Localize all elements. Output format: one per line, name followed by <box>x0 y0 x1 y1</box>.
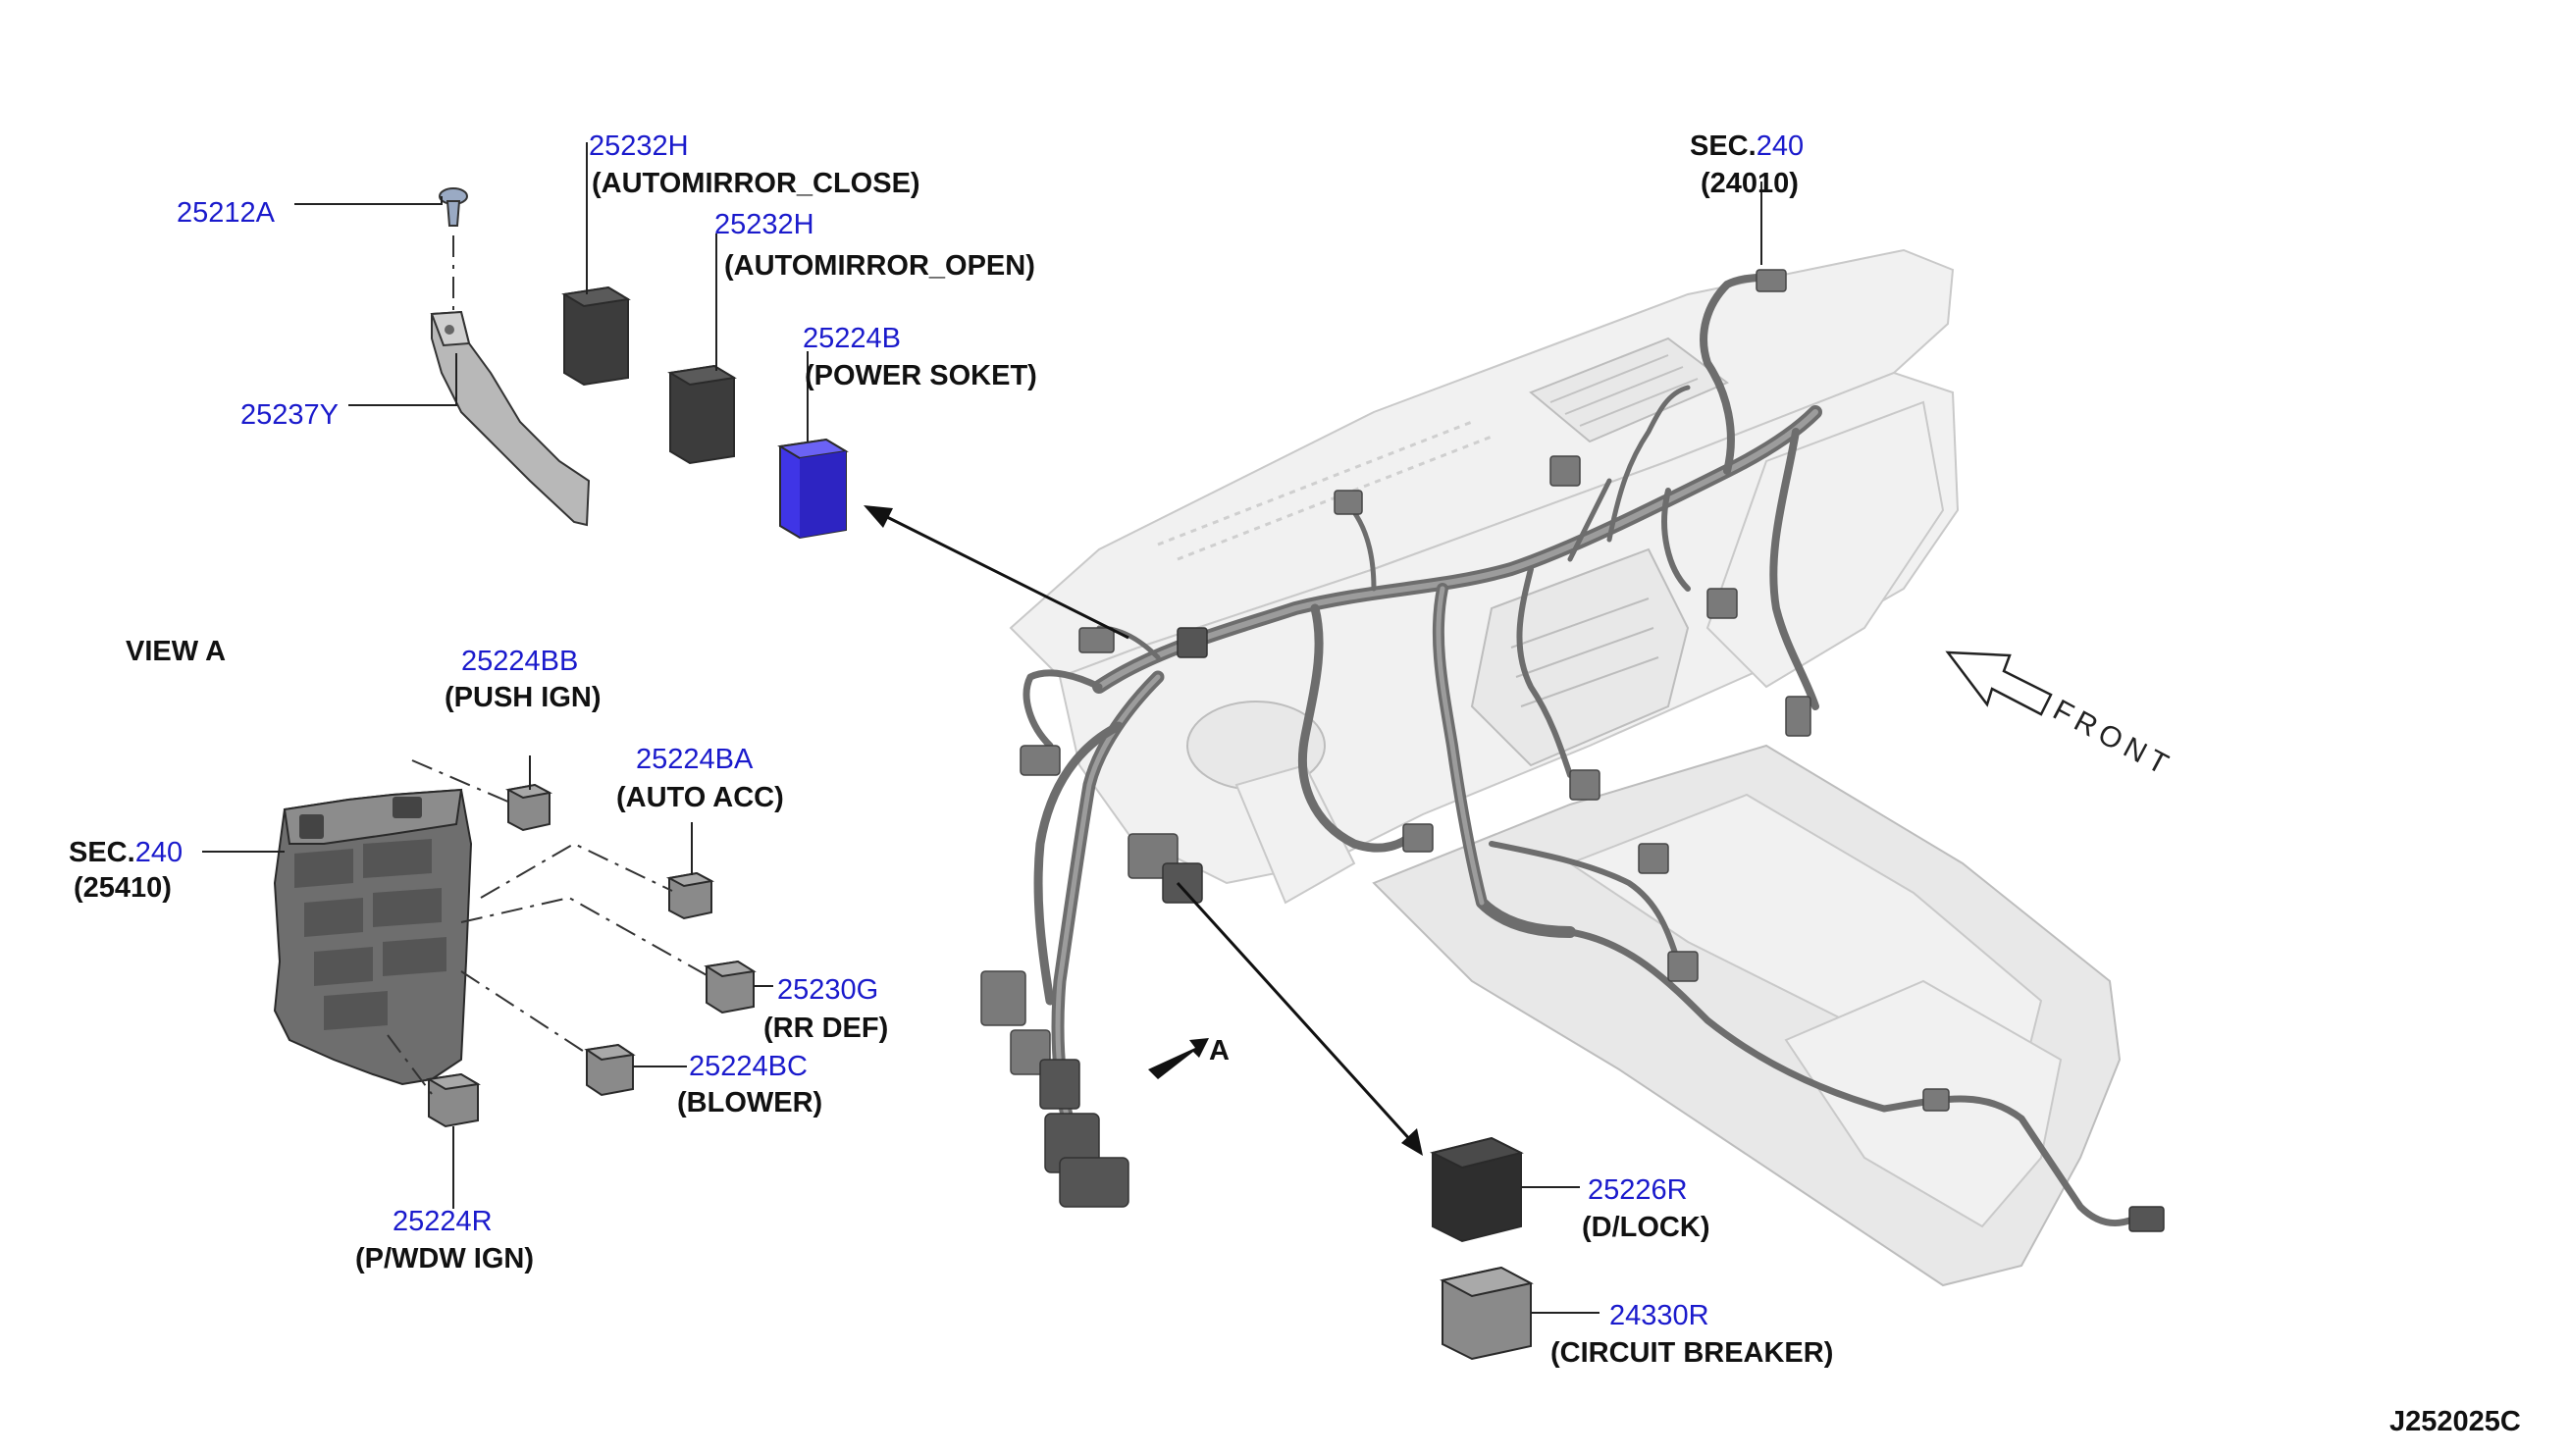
power-socket-25224B <box>777 438 849 540</box>
section-ref-25410: SEC.240 <box>69 837 183 868</box>
relay-25224BB <box>505 783 552 832</box>
view-a-placement-lines <box>387 759 709 1095</box>
part-name-rr-def: (RR DEF) <box>763 1013 888 1044</box>
reference-arrows <box>864 505 1423 1156</box>
breaker-24330R <box>1440 1266 1534 1361</box>
part-number-25212A: 25212A <box>177 197 276 229</box>
part-number-25237Y: 25237Y <box>240 399 339 431</box>
part-name-blower: (BLOWER) <box>677 1087 822 1118</box>
relay-25230G <box>704 960 757 1014</box>
section-name-25410: (25410) <box>74 872 172 904</box>
front-label: FRONT <box>2048 694 2178 784</box>
part-number-25230G: 25230G <box>777 974 878 1006</box>
part-number-25224B: 25224B <box>803 323 901 354</box>
part-number-25226R: 25226R <box>1588 1174 1688 1206</box>
part-name-d-lock: (D/LOCK) <box>1582 1212 1709 1243</box>
part-name-push-ign: (PUSH IGN) <box>445 682 602 713</box>
relay-25232H-close <box>561 286 631 387</box>
part-number-25232H-close: 25232H <box>589 130 689 162</box>
section-name-24010: (24010) <box>1701 168 1799 199</box>
diagram-id: J252025C <box>2389 1406 2521 1437</box>
part-number-25224BB: 25224BB <box>461 646 578 677</box>
part-name-auto-acc: (AUTO ACC) <box>616 782 784 813</box>
part-number-25224BA: 25224BA <box>636 744 754 775</box>
instrument-panel-ghost <box>1009 248 2122 1287</box>
part-number-25224R: 25224R <box>393 1206 493 1237</box>
leader-lines <box>202 142 1762 1314</box>
section-ref-24010: SEC.240 <box>1690 130 1804 162</box>
relay-25224R <box>426 1072 481 1128</box>
part-number-25232H-open: 25232H <box>714 209 814 240</box>
part-name-power-soket: (POWER SOKET) <box>805 360 1037 391</box>
part-name-automirror-close: (AUTOMIRROR_CLOSE) <box>592 168 920 199</box>
view-a-label: VIEW A <box>126 636 226 667</box>
part-name-automirror-open: (AUTOMIRROR_OPEN) <box>724 250 1035 282</box>
front-direction-icon <box>1945 650 2053 716</box>
clip-25212A <box>439 187 468 227</box>
relay-25224BC <box>584 1043 636 1097</box>
relay-25226R <box>1430 1136 1524 1243</box>
part-number-24330R: 24330R <box>1609 1300 1709 1331</box>
fuse-relay-block <box>273 788 473 1086</box>
relay-25232H-open <box>667 364 737 465</box>
harness-connectors <box>980 269 2165 1232</box>
relay-25224BA <box>665 871 715 920</box>
part-name-p-wdw-ign: (P/WDW IGN) <box>355 1243 534 1274</box>
part-name-circuit-breaker: (CIRCUIT BREAKER) <box>1550 1337 1833 1369</box>
view-a-arrow-label: A <box>1209 1035 1230 1066</box>
bracket-25237Y <box>430 310 591 527</box>
part-number-25224BC: 25224BC <box>689 1051 808 1082</box>
